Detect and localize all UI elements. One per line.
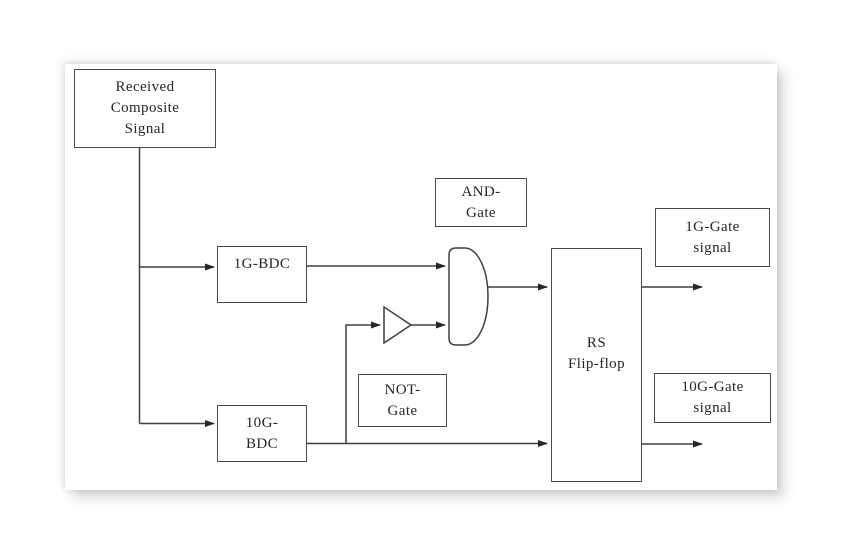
not-gate-label-line1: NOT-	[384, 381, 421, 398]
not-gate-symbol	[383, 305, 413, 345]
1g-gate-signal-line1: 1G-Gate	[685, 218, 740, 235]
10g-gate-signal-box: 10G-Gate signal	[654, 373, 771, 423]
diagram-panel: Received Composite Signal 1G-BDC 10G- BD…	[65, 64, 777, 490]
not-gate-label-box: NOT- Gate	[358, 374, 447, 427]
1g-gate-signal-box: 1G-Gate signal	[655, 208, 770, 267]
received-line2: Composite	[110, 100, 180, 116]
wire-branch-to-not	[345, 321, 381, 444]
received-composite-signal-box: Received Composite Signal	[74, 69, 216, 148]
10g-bdc-box: 10G- BDC	[217, 405, 307, 462]
received-line3: Signal	[124, 121, 166, 137]
and-gate-symbol	[448, 247, 489, 346]
and-gate-label-line2: Gate	[466, 204, 496, 221]
1g-bdc-box: 1G-BDC	[217, 246, 307, 303]
rs-flipflop-line1: RS	[586, 335, 607, 351]
rs-flipflop-box: RS Flip-flop	[551, 248, 642, 482]
wires-layer	[138, 148, 703, 448]
10g-gate-signal-line1: 10G-Gate	[681, 379, 744, 395]
received-line1: Received	[115, 79, 175, 95]
rs-flipflop-line2: Flip-flop	[568, 356, 625, 372]
not-gate-label-line2: Gate	[387, 402, 418, 419]
and-gate-label-line1: AND-	[461, 183, 501, 200]
10g-bdc-line2: BDC	[245, 435, 279, 452]
and-gate-label-box: AND- Gate	[435, 178, 527, 227]
10g-gate-signal-line2: signal	[693, 400, 732, 416]
10g-bdc-line1: 10G-	[245, 414, 279, 431]
1g-gate-signal-line2: signal	[693, 239, 732, 256]
1g-bdc-label: 1G-BDC	[233, 256, 291, 272]
